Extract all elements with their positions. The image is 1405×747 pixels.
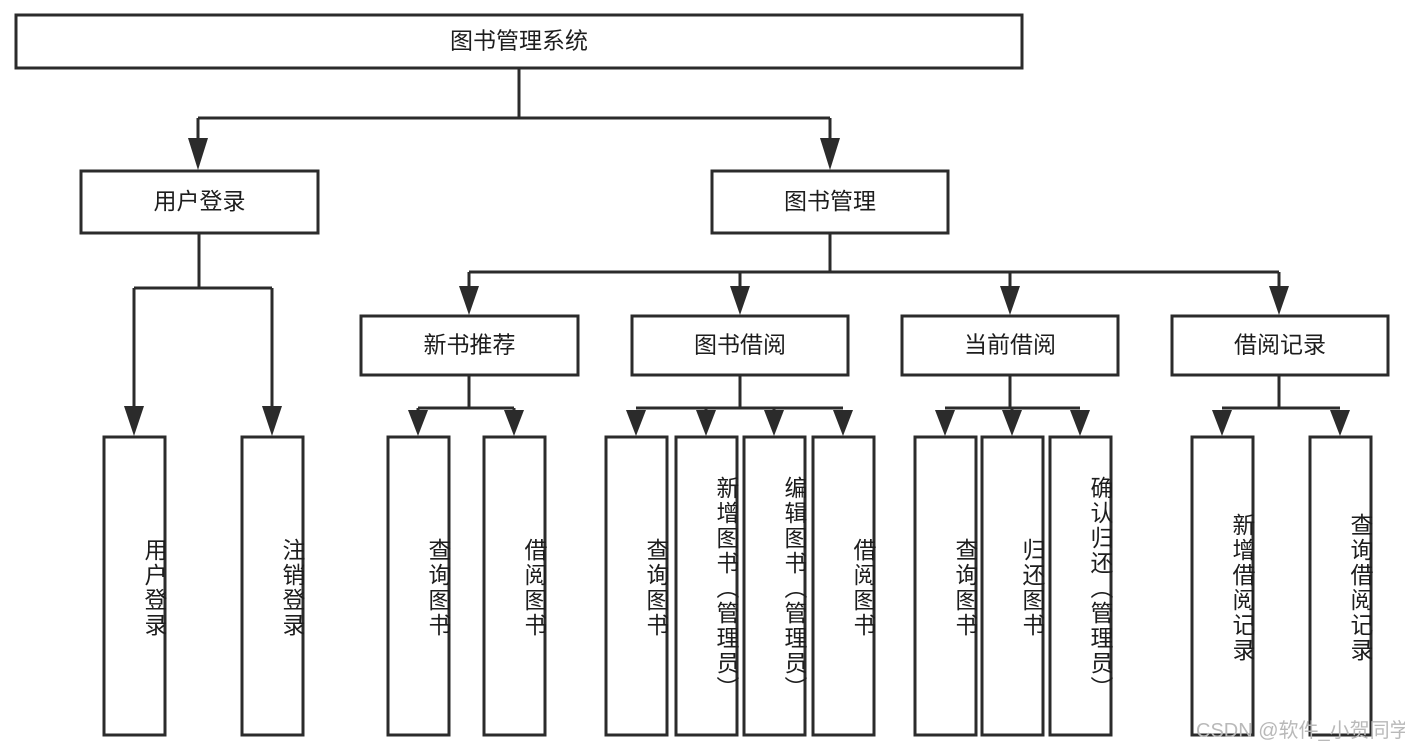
arrow-head-query-book-3 xyxy=(935,410,955,436)
leaf-box-1[interactable] xyxy=(240,435,305,737)
arrow-head-leaf-logout xyxy=(262,406,282,436)
level3-box-2[interactable] xyxy=(900,314,1120,377)
level3-box-0[interactable] xyxy=(359,314,580,377)
leaf-box-11[interactable] xyxy=(1190,435,1255,737)
arrow-head-borrow-book-2 xyxy=(833,410,853,436)
arrow-head-record xyxy=(1269,286,1289,315)
arrow-head-borrow-book-1 xyxy=(504,410,524,436)
root-box-0[interactable] xyxy=(14,13,1024,70)
level2-box-1[interactable] xyxy=(710,169,950,235)
root-label-0: 图书管理系统 xyxy=(450,28,588,54)
arrow-head-book-mgmt xyxy=(820,138,840,170)
level3-label-3: 借阅记录 xyxy=(1234,332,1326,358)
arrow-head-query-book-1 xyxy=(408,410,428,436)
arrow-head-add-book xyxy=(696,410,716,436)
leaf-box-9[interactable] xyxy=(980,435,1045,737)
leaf-box-6[interactable] xyxy=(742,435,807,737)
arrow-head-add-record xyxy=(1212,410,1232,436)
leaf-box-3[interactable] xyxy=(482,435,547,737)
leaf-box-2[interactable] xyxy=(386,435,451,737)
connector-newbook-to-leaves xyxy=(408,375,524,436)
arrow-head-borrow xyxy=(730,286,750,315)
arrow-head-edit-book xyxy=(764,410,784,436)
arrow-head-query-record xyxy=(1330,410,1350,436)
connector-record-to-leaves xyxy=(1212,375,1350,436)
arrow-head-query-book-2 xyxy=(626,410,646,436)
connector-bookmgmt-to-level3 xyxy=(459,233,1289,315)
leaf-box-12[interactable] xyxy=(1308,435,1373,737)
leaf-box-4[interactable] xyxy=(604,435,669,737)
level2-label-1: 图书管理 xyxy=(784,188,876,214)
level3-label-1: 图书借阅 xyxy=(694,332,786,358)
level3-box-1[interactable] xyxy=(630,314,850,377)
leaf-box-8[interactable] xyxy=(913,435,978,737)
level3-label-2: 当前借阅 xyxy=(964,332,1056,358)
node-boxes-layer xyxy=(14,13,1390,737)
level3-label-0: 新书推荐 xyxy=(424,332,516,358)
leaf-box-10[interactable] xyxy=(1048,435,1113,737)
leaf-box-7[interactable] xyxy=(811,435,876,737)
level2-box-0[interactable] xyxy=(79,169,320,235)
leaf-box-0[interactable] xyxy=(102,435,167,737)
level2-label-0: 用户登录 xyxy=(154,188,246,214)
connector-root-to-level2 xyxy=(188,68,840,170)
arrow-head-current xyxy=(1000,286,1020,315)
arrow-head-return-book xyxy=(1002,410,1022,436)
arrow-head-newbook xyxy=(459,286,479,315)
arrow-head-user-login xyxy=(188,138,208,170)
connector-userlogin-to-leaves xyxy=(124,233,282,436)
leaf-box-5[interactable] xyxy=(674,435,739,737)
csdn-watermark: CSDN @软件_小贺同学 xyxy=(1196,720,1405,742)
level3-box-3[interactable] xyxy=(1170,314,1390,377)
connector-borrow-to-leaves xyxy=(626,375,853,436)
connector-current-to-leaves xyxy=(935,375,1090,436)
arrow-head-confirm-return xyxy=(1070,410,1090,436)
arrow-head-leaf-user-login xyxy=(124,406,144,436)
